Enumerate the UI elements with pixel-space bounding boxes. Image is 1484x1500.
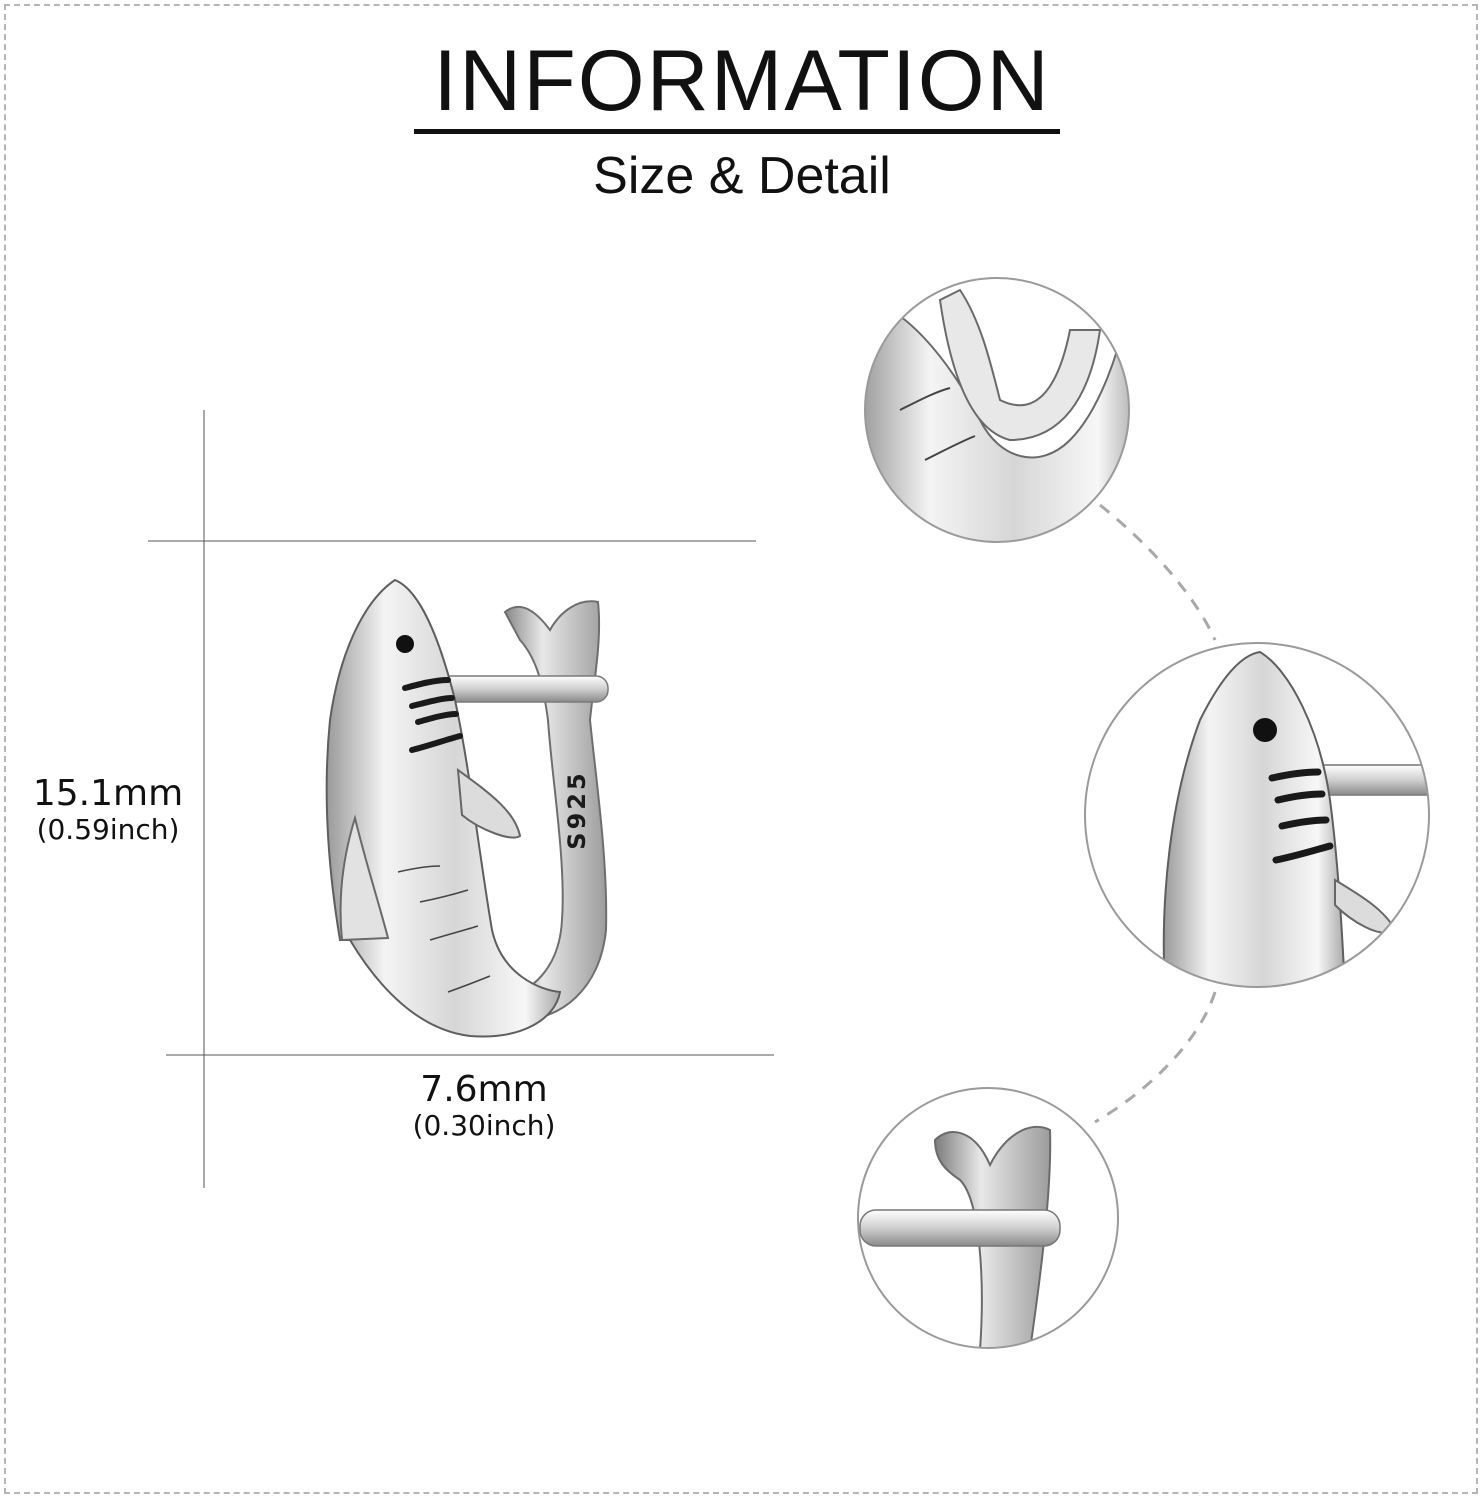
dimension-guides (148, 410, 774, 1188)
detail-connectors (1094, 503, 1217, 1124)
width-mm: 7.6mm (420, 1069, 548, 1110)
page-subtitle: Size & Detail (593, 147, 891, 205)
height-mm: 15.1mm (32, 773, 184, 814)
detail-circle-top (864, 277, 1130, 543)
shark-body (325, 578, 562, 1038)
title-underline (414, 129, 1060, 134)
shark-eye (396, 635, 414, 653)
earring-hoop-band (498, 600, 608, 1022)
width-inch: (0.30inch) (412, 1109, 556, 1142)
detail-circle-middle (1084, 642, 1430, 988)
shark-gill-stripes (402, 677, 463, 753)
height-dimension-label: 15.1mm (0.59inch) (18, 776, 198, 844)
shark-earring: S925 (325, 578, 609, 1038)
width-dimension-label: 7.6mm (0.30inch) (384, 1072, 584, 1140)
dashed-page-border (4, 4, 1478, 1494)
page-title: INFORMATION (433, 33, 1051, 129)
height-inch: (0.59inch) (36, 813, 180, 846)
shark-side-fin (339, 814, 390, 942)
sterling-stamp: S925 (563, 770, 591, 849)
earring-pin (429, 675, 609, 703)
detail-circle-bottom (857, 1087, 1119, 1349)
shark-pectoral-fin (456, 767, 522, 839)
shark-belly-lines (397, 865, 491, 993)
